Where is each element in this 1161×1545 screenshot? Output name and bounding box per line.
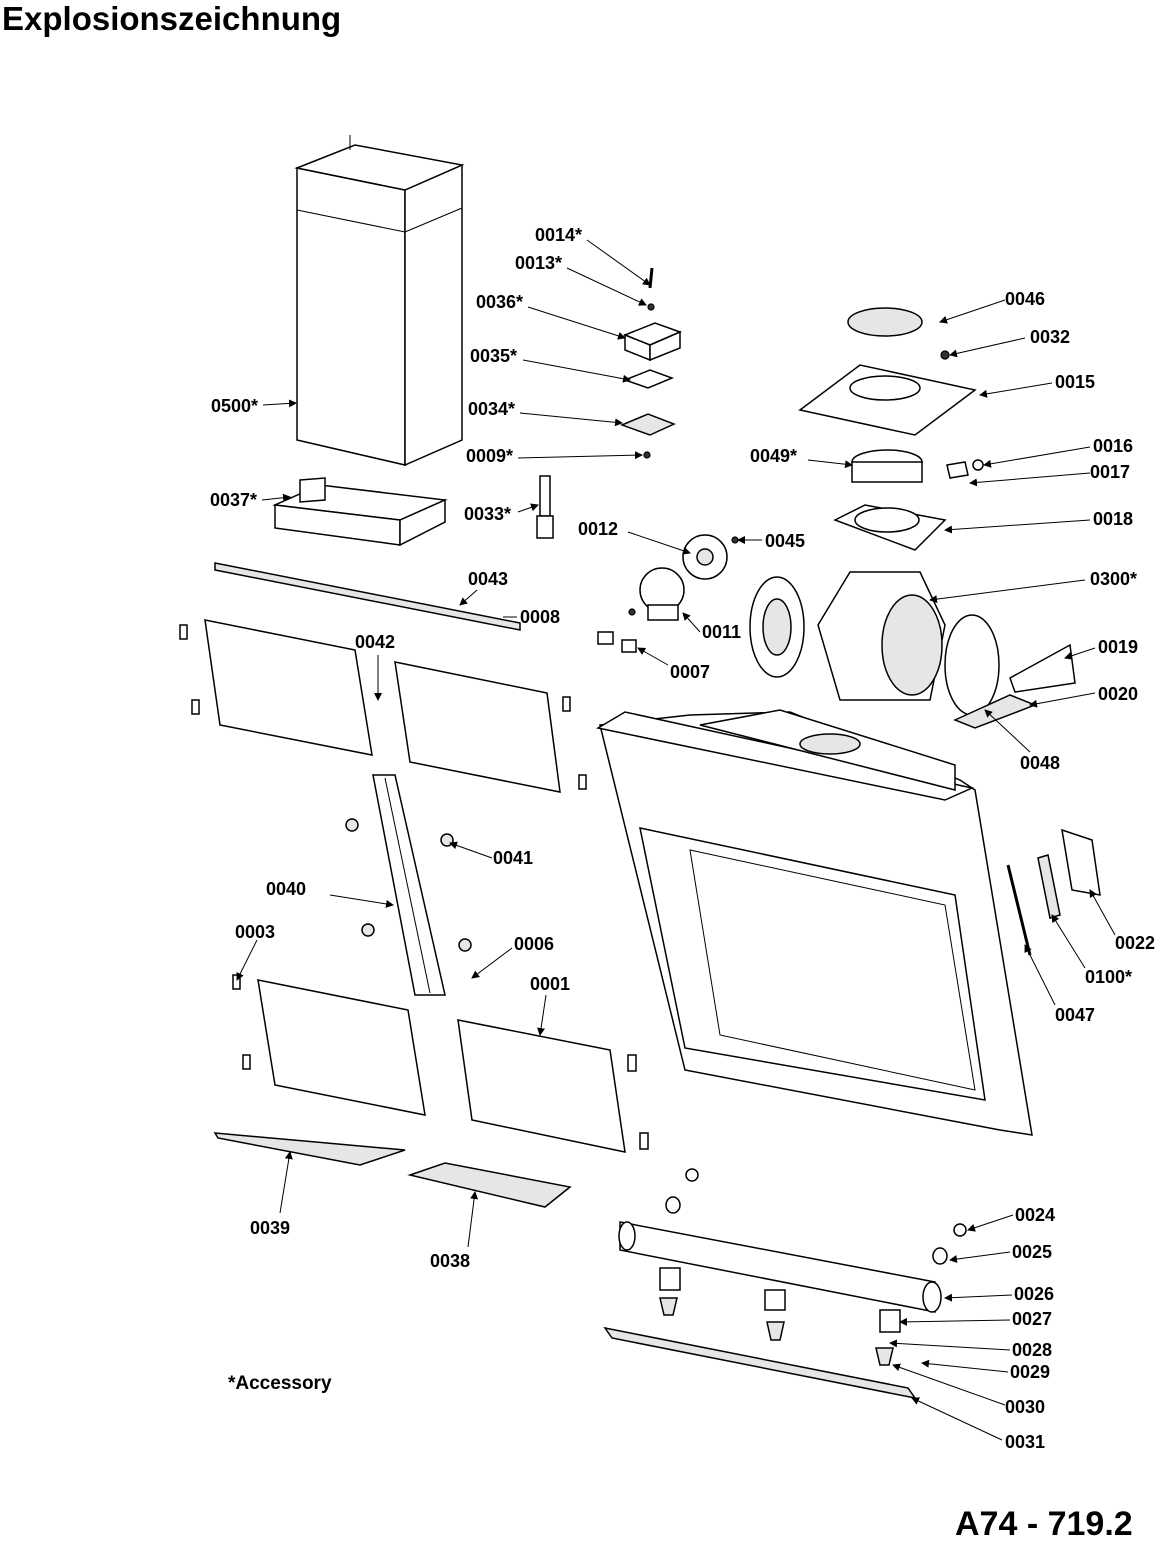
callout-0032: 0032 — [1030, 327, 1070, 347]
rail-0043 — [214, 562, 521, 631]
light-assembly — [603, 1168, 967, 1400]
callout-0009: 0009* — [466, 446, 513, 466]
callout-0014: 0014* — [535, 225, 582, 245]
callout-labels: 0014* 0013* 0036* 0035* 0034* 0009* 0033… — [210, 225, 1155, 1452]
callout-0033: 0033* — [464, 504, 511, 524]
callout-0031: 0031 — [1005, 1432, 1045, 1452]
callout-0015: 0015 — [1055, 372, 1095, 392]
callout-0039: 0039 — [250, 1218, 290, 1238]
accessory-footnote: *Accessory — [228, 1373, 332, 1394]
callout-0049: 0049* — [750, 446, 797, 466]
callout-0045: 0045 — [765, 531, 805, 551]
motor-parts — [597, 534, 739, 653]
callout-0046: 0046 — [1005, 289, 1045, 309]
callout-0100: 0100* — [1085, 967, 1132, 987]
callout-0028: 0028 — [1012, 1340, 1052, 1360]
drawing-code: A74 - 719.2 — [955, 1505, 1133, 1543]
callout-0025: 0025 — [1012, 1242, 1052, 1262]
side-parts — [1006, 828, 1101, 956]
drawing-title: Explosionszeichnung — [2, 0, 342, 37]
small-parts-stack — [536, 267, 683, 539]
callout-0029: 0029 — [1010, 1362, 1050, 1382]
blower-assembly — [749, 307, 1076, 729]
callout-0018: 0018 — [1093, 509, 1133, 529]
callout-0026: 0026 — [1014, 1284, 1054, 1304]
callout-0016: 0016 — [1093, 436, 1133, 456]
callout-0038: 0038 — [430, 1251, 470, 1271]
callout-0024: 0024 — [1015, 1205, 1055, 1225]
callout-0006: 0006 — [514, 934, 554, 954]
callout-0500: 0500* — [211, 396, 258, 416]
leader-lines — [236, 239, 1116, 1441]
callout-0012: 0012 — [578, 519, 618, 539]
callout-0040: 0040 — [266, 879, 306, 899]
callout-0041: 0041 — [493, 848, 533, 868]
callout-0019: 0019 — [1098, 637, 1138, 657]
callout-0022: 0022 — [1115, 933, 1155, 953]
callout-0007: 0007 — [670, 662, 710, 682]
chimney-0500 — [294, 135, 465, 467]
grease-filters — [213, 1132, 572, 1208]
callout-0020: 0020 — [1098, 684, 1138, 704]
callout-0011: 0011 — [702, 622, 741, 642]
callout-0035: 0035* — [470, 346, 517, 366]
glass-panels — [179, 619, 649, 1153]
callout-0036: 0036* — [476, 292, 523, 312]
callout-0047: 0047 — [1055, 1005, 1095, 1025]
center-bar-0040 — [345, 774, 472, 996]
callout-0008: 0008 — [520, 607, 560, 627]
callout-0017: 0017 — [1090, 462, 1130, 482]
callout-0027: 0027 — [1012, 1309, 1052, 1329]
callout-0034: 0034* — [468, 399, 515, 419]
hood-body — [595, 709, 1033, 1136]
callout-0037: 0037* — [210, 490, 257, 510]
callout-0042: 0042 — [355, 632, 395, 652]
bracket-0037 — [272, 477, 448, 547]
callout-0030: 0030 — [1005, 1397, 1045, 1417]
callout-0001: 0001 — [530, 974, 570, 994]
callout-0003: 0003 — [235, 922, 275, 942]
callout-0043: 0043 — [468, 569, 508, 589]
callout-0048: 0048 — [1020, 753, 1060, 773]
callout-0013: 0013* — [515, 253, 562, 273]
callout-0300: 0300* — [1090, 569, 1137, 589]
